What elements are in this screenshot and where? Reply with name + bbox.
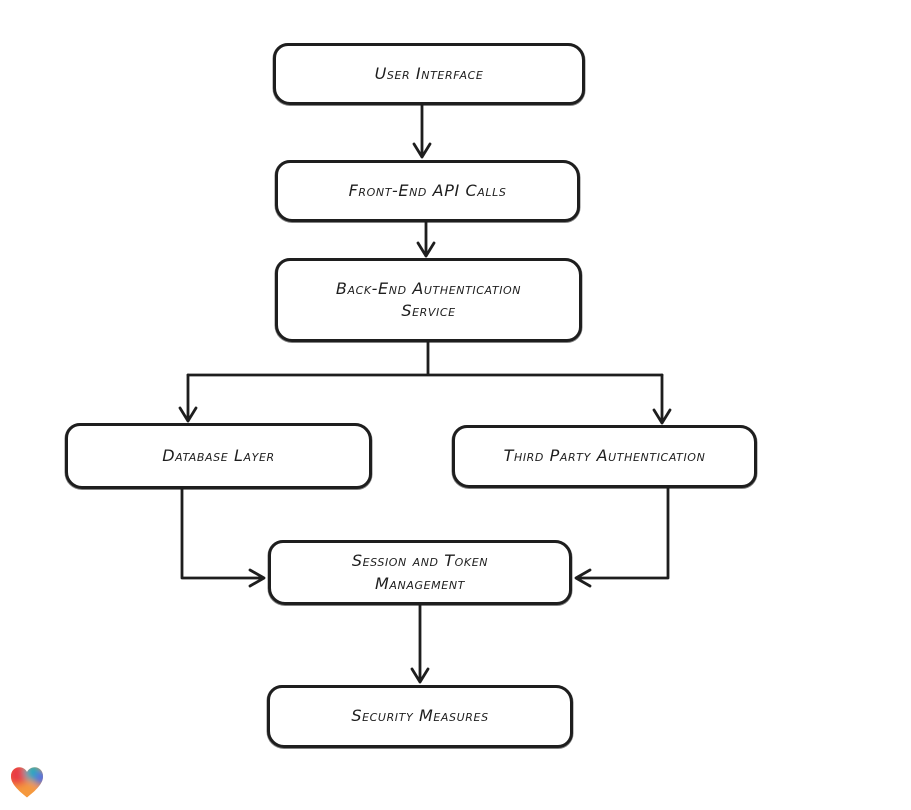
node-session-and-token-management: Session and Token Management bbox=[268, 540, 572, 605]
edge-database-to-session bbox=[180, 487, 266, 588]
node-session-and-token-management-label: Session and Token Management bbox=[351, 551, 489, 593]
node-front-end-api-calls: Front-End API Calls bbox=[275, 160, 580, 222]
edge-branch-to-thirdparty bbox=[652, 373, 672, 425]
node-back-end-authentication-service-label: Back-End Authentication Service bbox=[335, 278, 522, 320]
node-user-interface-label: User Interface bbox=[374, 63, 484, 83]
node-back-end-authentication-service: Back-End Authentication Service bbox=[275, 258, 582, 342]
edge-backend-branch bbox=[186, 340, 664, 377]
node-front-end-api-calls-label: Front-End API Calls bbox=[348, 180, 507, 200]
edge-branch-to-database bbox=[178, 373, 198, 423]
node-database-layer-label: Database Layer bbox=[162, 445, 275, 465]
node-third-party-authentication: Third Party Authentication bbox=[452, 425, 757, 488]
node-third-party-authentication-label: Third Party Authentication bbox=[503, 446, 706, 466]
edge-thirdparty-to-session bbox=[574, 486, 670, 588]
node-security-measures: Security Measures bbox=[267, 685, 573, 748]
edge-session-to-security bbox=[410, 603, 430, 684]
node-user-interface: User Interface bbox=[273, 43, 585, 105]
edge-user-to-frontend bbox=[412, 103, 432, 159]
node-database-layer: Database Layer bbox=[65, 423, 372, 489]
edge-frontend-to-backend bbox=[416, 220, 436, 258]
gradient-heart-icon[interactable] bbox=[8, 764, 46, 801]
node-security-measures-label: Security Measures bbox=[351, 706, 489, 726]
